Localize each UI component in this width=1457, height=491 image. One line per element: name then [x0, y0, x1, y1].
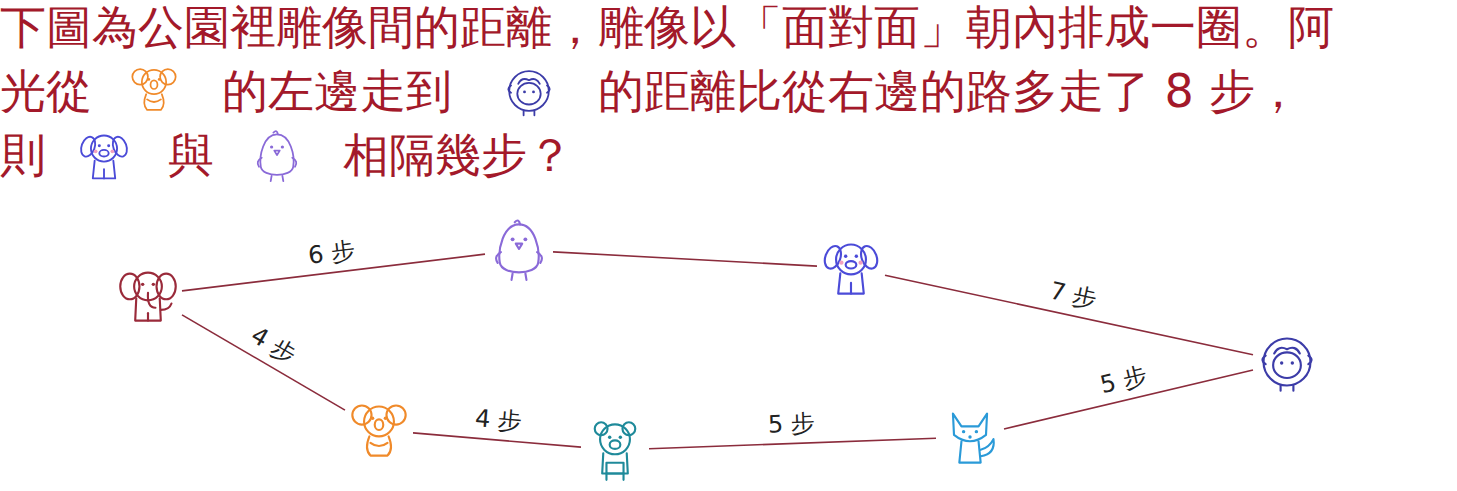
- statue-node: [583, 418, 647, 482]
- bear-statue: [583, 418, 647, 482]
- question-text: 相隔幾步？: [343, 128, 573, 182]
- question-text: 下圖為公園裡雕像間的距離，雕像以「面對面」朝內排成一圈。阿: [0, 0, 1334, 54]
- step-label: 7 步: [1044, 276, 1102, 315]
- statue-node: [819, 236, 883, 300]
- chick-statue: [487, 218, 551, 282]
- path-line: [649, 438, 936, 449]
- sheep-icon: [508, 71, 549, 115]
- chick-icon: [258, 131, 297, 181]
- question-text: 的距離比從右邊的路多走了 8 步，: [598, 64, 1301, 118]
- koala-statue: [347, 398, 411, 462]
- sheep-statue: [1255, 330, 1319, 394]
- fox-statue: [938, 405, 1002, 469]
- dog-statue: [819, 236, 883, 300]
- dog-icon: [78, 135, 129, 179]
- path-line: [885, 275, 1253, 354]
- statue-node: [347, 398, 411, 462]
- step-label: 5 步: [1095, 360, 1153, 399]
- path-line: [553, 252, 817, 266]
- path-line: [413, 433, 581, 447]
- statue-node: [1255, 330, 1319, 394]
- step-label: 4 步: [244, 320, 304, 371]
- statue-node: [938, 405, 1002, 469]
- statue-node: [116, 263, 180, 327]
- statue-node: [487, 218, 551, 282]
- step-label: 5 步: [765, 409, 819, 439]
- question-text: 光從: [0, 64, 92, 118]
- question-text: 的左邊走到: [222, 64, 452, 118]
- question-text: 則: [0, 128, 46, 182]
- path-line: [182, 315, 345, 410]
- koala-icon: [132, 69, 175, 110]
- question-text: 與: [168, 128, 214, 182]
- step-label: 4 步: [471, 404, 526, 436]
- step-label: 6 步: [303, 236, 359, 270]
- elephant-statue: [116, 263, 180, 327]
